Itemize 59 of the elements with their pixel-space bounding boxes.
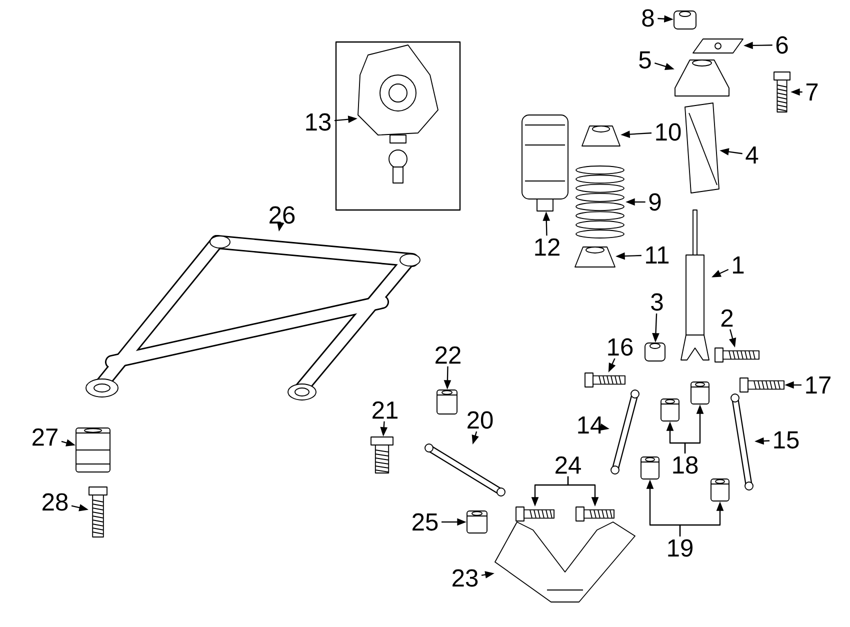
callout-number: 7 xyxy=(806,84,818,100)
crossmember-drawing xyxy=(86,234,420,400)
callout-number: 14 xyxy=(578,416,603,434)
bushing-drawing xyxy=(436,390,458,414)
bushing-drawing xyxy=(76,428,110,472)
plate-drawing xyxy=(692,38,744,54)
air-spring-drawing xyxy=(522,114,568,212)
callout-number: 16 xyxy=(608,338,633,356)
bolt-drawing xyxy=(714,348,760,362)
callout-number: 20 xyxy=(468,411,493,429)
bushing-drawing xyxy=(466,510,488,534)
bushing-drawing xyxy=(640,456,660,480)
bolt-drawing xyxy=(740,378,784,392)
callout-number: 28 xyxy=(42,493,68,511)
callout-number: 21 xyxy=(372,401,398,419)
callout-number: 4 xyxy=(746,146,758,164)
link-drawing xyxy=(610,390,640,474)
control-arm-drawing xyxy=(494,522,636,602)
bolt-drawing xyxy=(516,506,554,522)
callout-number: 18 xyxy=(673,456,698,474)
bolt-drawing xyxy=(88,486,108,538)
callout-number: 27 xyxy=(32,428,58,446)
nut-drawing xyxy=(674,10,696,30)
callout-number: 19 xyxy=(668,539,693,557)
bolt-drawing xyxy=(774,72,790,112)
knuckle-drawing xyxy=(358,44,438,184)
callout-number: 24 xyxy=(556,456,581,474)
bolt-drawing xyxy=(584,372,626,388)
bushing-drawing xyxy=(660,398,680,422)
callout-number: 23 xyxy=(452,569,478,587)
callout-number: 6 xyxy=(776,36,788,54)
callout-number: 1 xyxy=(733,256,744,274)
callout-number: 8 xyxy=(642,9,654,27)
link-drawing xyxy=(730,394,754,490)
nut-drawing xyxy=(644,342,666,362)
mount-drawing xyxy=(674,60,730,96)
callout-number: 2 xyxy=(721,309,733,327)
bushing-drawing xyxy=(710,478,730,502)
callout-number: 12 xyxy=(535,238,560,256)
callout-number: 13 xyxy=(306,113,331,131)
callout-number: 10 xyxy=(656,123,681,141)
isolator-drawing xyxy=(582,126,620,146)
callout-number: 17 xyxy=(806,376,830,394)
callout-number: 22 xyxy=(436,346,460,364)
bolt-drawing xyxy=(576,506,614,522)
coil-spring-drawing xyxy=(576,166,624,238)
callout-number: 26 xyxy=(270,206,295,224)
shock-absorber-drawing xyxy=(680,210,710,360)
callout-number: 9 xyxy=(649,193,661,211)
callout-number: 11 xyxy=(646,246,669,264)
dust-boot-drawing xyxy=(684,102,720,194)
callout-number: 25 xyxy=(412,513,438,531)
isolator-drawing xyxy=(574,246,616,268)
bolt-drawing xyxy=(370,436,394,474)
callout-number: 5 xyxy=(639,51,651,69)
bushing-drawing xyxy=(690,382,710,404)
callout-number: 15 xyxy=(774,431,799,449)
link-drawing xyxy=(424,444,506,496)
callout-number: 3 xyxy=(651,293,663,311)
